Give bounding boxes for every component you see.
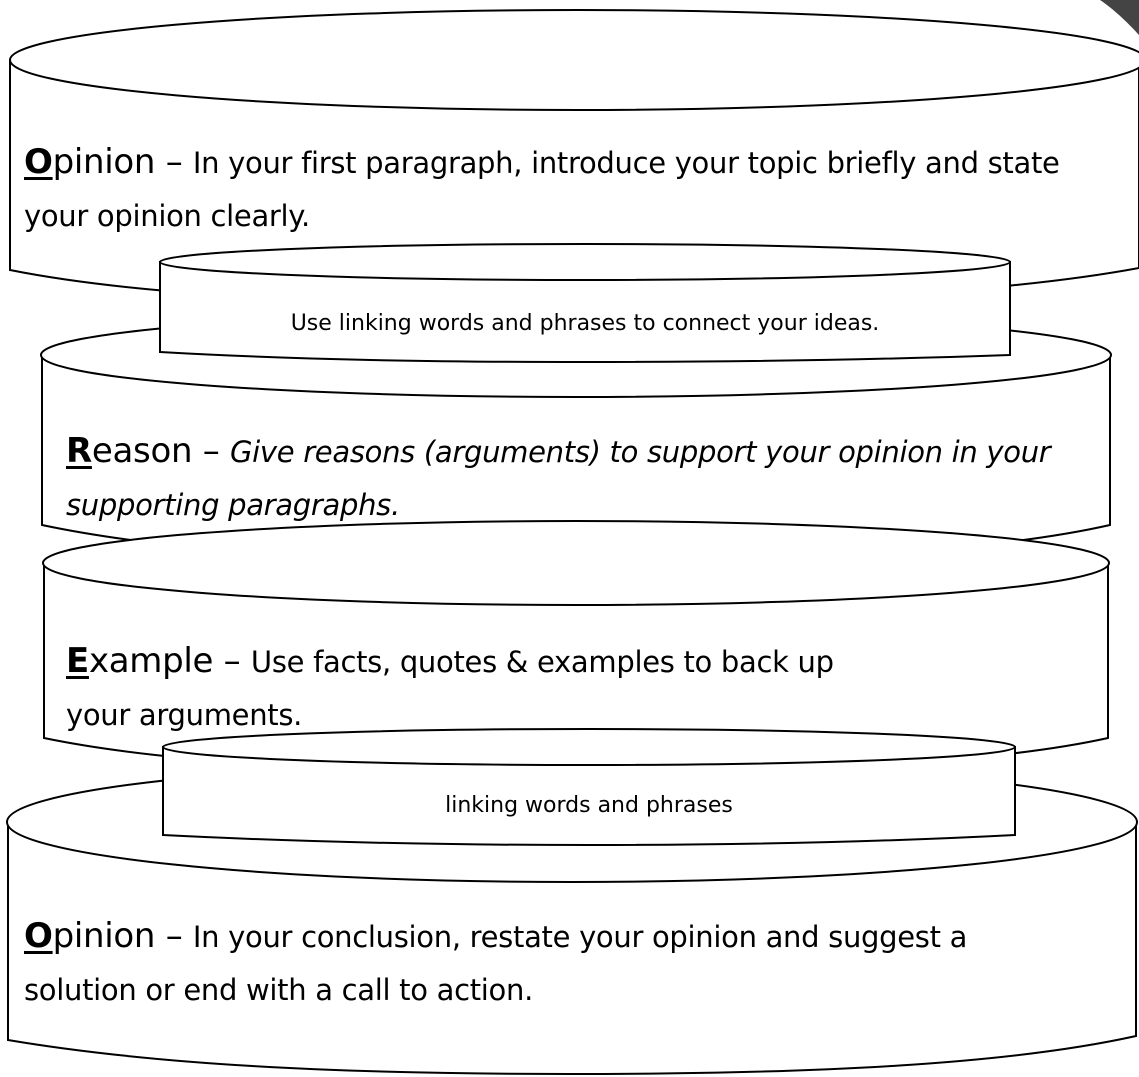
heading-example: Example – [66,641,251,681]
description-opinion-intro: In your first paragraph, introduce your … [24,146,1060,233]
connector-text-2: linking words and phrases [445,793,733,818]
example-text: Example – Use facts, quotes & examples t… [66,635,866,742]
corner-shadow [1100,0,1139,35]
description-example: Use facts, quotes & examples to back up … [66,645,834,732]
description-reason: Give reasons (arguments) to support your… [66,435,1051,522]
heading-reason: Reason – [66,431,230,471]
cylinder-opinion-intro [9,9,1139,306]
opinion-intro-text: Opinion – In your first paragraph, intro… [24,136,1084,243]
connector-text-1: Use linking words and phrases to connect… [290,311,880,336]
heading-opinion-conclusion: Opinion – [24,916,193,956]
reason-text: Reason – Give reasons (arguments) to sup… [66,425,1106,532]
heading-opinion-intro: Opinion – [24,142,193,182]
connector-cylinder-2 [162,728,1016,847]
connector-cylinder-1 [159,243,1011,364]
opinion-conclusion-text: Opinion – In your conclusion, restate yo… [24,910,1064,1017]
description-opinion-conclusion: In your conclusion, restate your opinion… [24,920,968,1007]
